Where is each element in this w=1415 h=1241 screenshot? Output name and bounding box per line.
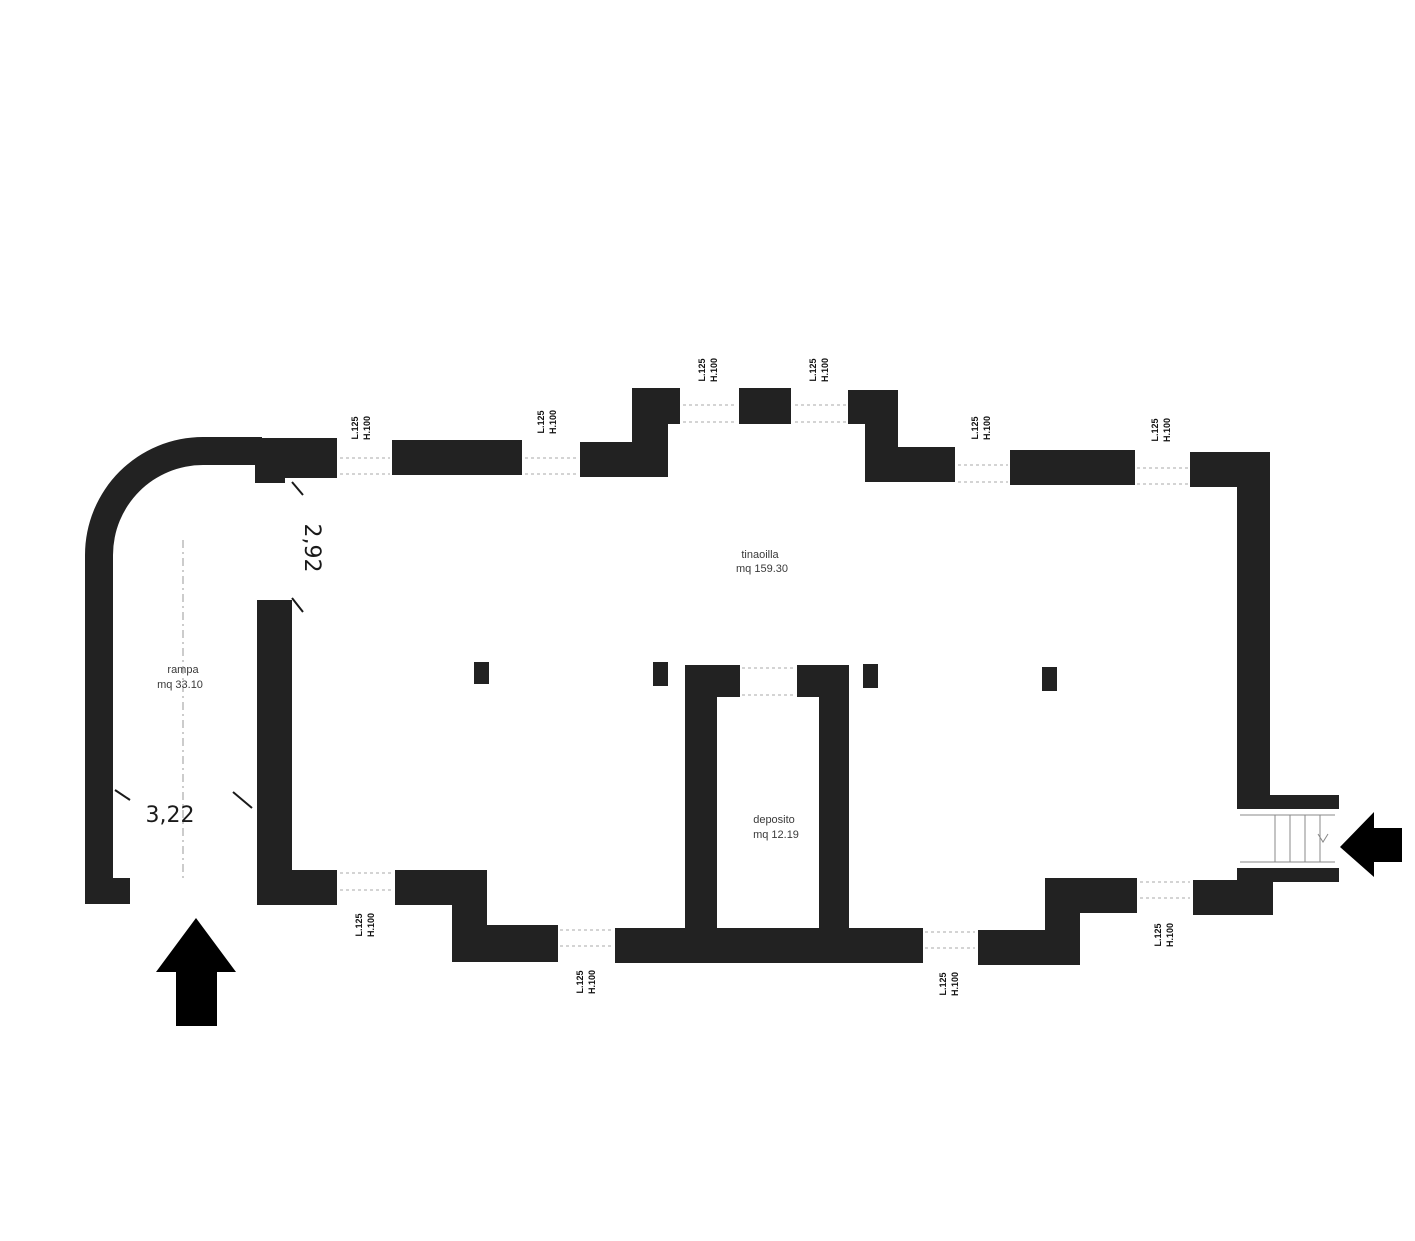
wall-segment bbox=[452, 925, 558, 962]
window-label: L.125 H.100 bbox=[575, 970, 597, 994]
wall-segment bbox=[739, 388, 791, 424]
wall-segment bbox=[257, 870, 337, 905]
window-label: L.125 H.100 bbox=[808, 358, 830, 382]
window-label-width: L.125 bbox=[536, 410, 546, 433]
window-label: L.125 H.100 bbox=[350, 416, 372, 440]
room-storage-name: deposito bbox=[753, 814, 795, 826]
dimension-tick bbox=[291, 481, 304, 496]
window-label-width: L.125 bbox=[1150, 418, 1160, 441]
window-label-height: H.100 bbox=[1165, 923, 1175, 947]
ramp-wall-foot bbox=[85, 878, 130, 904]
window-label-width: L.125 bbox=[575, 970, 585, 993]
ramp-curved-wall bbox=[85, 437, 262, 900]
window-label-width: L.125 bbox=[1153, 923, 1163, 946]
window-label-width: L.125 bbox=[350, 416, 360, 439]
window-label-height: H.100 bbox=[982, 416, 992, 440]
pillar bbox=[653, 662, 668, 686]
window-label: L.125 H.100 bbox=[354, 913, 376, 937]
wall-segment bbox=[1193, 880, 1273, 915]
window-label-height: H.100 bbox=[709, 358, 719, 382]
window-label: L.125 H.100 bbox=[697, 358, 719, 382]
window-label-width: L.125 bbox=[938, 972, 948, 995]
window-label-height: H.100 bbox=[1162, 418, 1172, 442]
window-label-height: H.100 bbox=[366, 913, 376, 937]
wall-segment bbox=[392, 440, 522, 475]
wall-segment bbox=[819, 665, 849, 930]
wall-segment bbox=[255, 438, 285, 483]
room-storage-area: mq 12.19 bbox=[753, 829, 799, 841]
pillar bbox=[863, 664, 878, 688]
wall-segment bbox=[865, 447, 955, 482]
dimension-ramp-opening: 2,92 bbox=[299, 524, 324, 573]
dimension-tick bbox=[114, 789, 131, 801]
wall-segment bbox=[1237, 452, 1270, 797]
entrance-arrow-left-icon bbox=[1340, 812, 1402, 877]
window-label: L.125 H.100 bbox=[536, 410, 558, 434]
bottom-walls bbox=[257, 600, 1137, 965]
right-walls bbox=[1193, 452, 1339, 915]
room-ramp-area: mq 33.10 bbox=[157, 679, 203, 691]
window-label: L.125 H.100 bbox=[1153, 923, 1175, 947]
window-label-height: H.100 bbox=[820, 358, 830, 382]
wall-segment bbox=[632, 388, 680, 424]
window-openings bbox=[340, 404, 1190, 949]
room-ramp-name: rampa bbox=[167, 664, 199, 676]
wall-segment bbox=[1237, 795, 1339, 809]
wall-segment bbox=[1010, 450, 1135, 485]
wall-segment bbox=[685, 665, 717, 930]
pillar bbox=[474, 662, 489, 684]
window-labels: L.125 H.100 L.125 H.100 L.125 H.100 L.12… bbox=[350, 358, 1175, 996]
window-label-width: L.125 bbox=[970, 416, 980, 439]
dimension-tick bbox=[232, 791, 253, 809]
window-label: L.125 H.100 bbox=[938, 972, 960, 996]
room-main-name: tinaoilla bbox=[741, 549, 779, 561]
storage-walls bbox=[685, 665, 849, 930]
room-main-area: mq 159.30 bbox=[736, 563, 788, 575]
window-label-height: H.100 bbox=[950, 972, 960, 996]
wall-segment bbox=[1237, 868, 1339, 882]
top-walls bbox=[255, 388, 1270, 487]
dimension-ramp-width: 3,22 bbox=[146, 803, 195, 828]
window-label-height: H.100 bbox=[362, 416, 372, 440]
pillar bbox=[1042, 667, 1057, 691]
dimension-tick bbox=[291, 597, 304, 613]
wall-segment bbox=[615, 928, 923, 963]
window-label: L.125 H.100 bbox=[1150, 418, 1172, 442]
window-label: L.125 H.100 bbox=[970, 416, 992, 440]
pillars bbox=[474, 662, 1057, 691]
wall-segment bbox=[1045, 878, 1137, 913]
entrance-arrow-up-icon bbox=[156, 918, 236, 1026]
exit-stair bbox=[1240, 814, 1335, 863]
wall-segment bbox=[257, 600, 292, 905]
window-label-width: L.125 bbox=[808, 358, 818, 381]
window-label-width: L.125 bbox=[354, 913, 364, 936]
window-label-width: L.125 bbox=[697, 358, 707, 381]
window-label-height: H.100 bbox=[587, 970, 597, 994]
window-label-height: H.100 bbox=[548, 410, 558, 434]
